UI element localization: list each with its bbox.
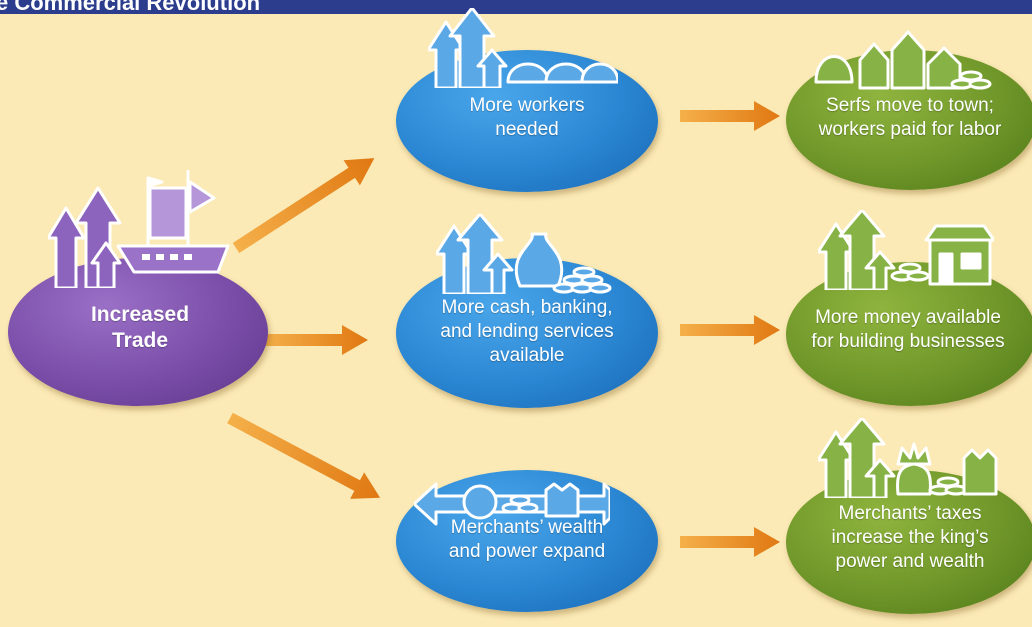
king-coins-fist-up-arrows-icon <box>818 418 998 498</box>
page-title: e Commercial Revolution <box>0 0 261 14</box>
money-bag-coins-up-arrows-icon <box>436 214 612 294</box>
workers-up-arrows-icon <box>428 8 618 88</box>
arrow-to-more-cash <box>264 325 368 355</box>
serfs-move-label: Serfs move to town; workers paid for lab… <box>818 95 1002 140</box>
serf-town-coins-icon <box>814 30 992 90</box>
coins-shop-up-arrows-icon <box>818 210 994 290</box>
increased-trade-label: Increased Trade <box>90 303 190 352</box>
arrow-to-merchants-wealth <box>227 412 381 499</box>
merchant-coins-fist-icon <box>414 482 610 526</box>
more-workers-label: More workers needed <box>469 95 585 140</box>
arrow-to-merchants-taxes <box>680 527 780 557</box>
ship-with-up-arrows-icon <box>48 170 230 288</box>
merchants-wealth-label: Merchants’ wealth and power expand <box>448 517 606 562</box>
more-cash-label: More cash, banking, and lending services… <box>440 297 614 366</box>
merchants-taxes-label: Merchants’ taxes increase the king’s pow… <box>831 503 989 572</box>
arrow-to-serfs-move <box>680 101 780 131</box>
arrow-to-more-workers <box>232 158 375 254</box>
merchants-wealth-node <box>396 470 658 612</box>
arrow-to-more-money <box>680 315 780 345</box>
more-money-label: More money available for building busine… <box>811 307 1005 352</box>
increased-trade-node <box>8 258 268 406</box>
header-bar: e Commercial Revolution <box>0 0 1032 14</box>
